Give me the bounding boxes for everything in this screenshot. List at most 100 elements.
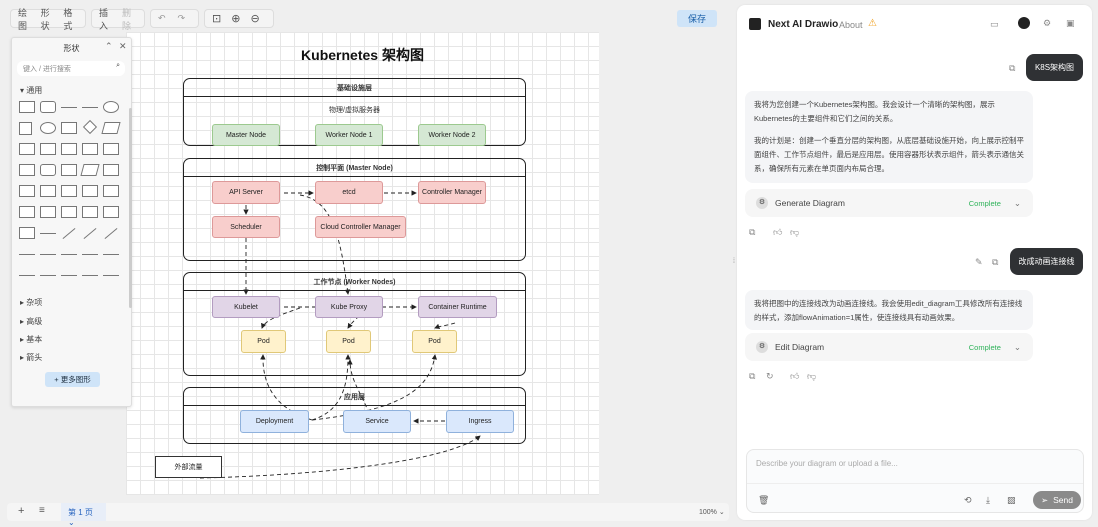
node-master[interactable]: Master Node [212, 124, 280, 146]
layer-control-plane[interactable]: 控制平面 (Master Node) [183, 158, 526, 261]
node-ingress[interactable]: Ingress [446, 410, 514, 433]
collapse-panel-icon[interactable]: ▣ [1066, 18, 1075, 28]
shape-line[interactable] [40, 254, 56, 255]
copy-icon[interactable]: ⧉ [749, 371, 756, 381]
copy-icon[interactable]: ⧉ [749, 227, 756, 237]
shape-note[interactable] [19, 185, 35, 197]
shape-line[interactable] [103, 254, 119, 255]
node-service[interactable]: Service [343, 410, 411, 433]
shape-rect[interactable] [40, 206, 56, 218]
save-button[interactable]: 保存 [677, 10, 717, 27]
shape-line[interactable] [19, 254, 35, 255]
shape-line[interactable] [40, 275, 56, 276]
shape-square[interactable] [19, 122, 32, 135]
close-icon[interactable]: ✕ [119, 41, 127, 51]
shape-para[interactable] [80, 164, 100, 176]
download-icon[interactable]: ⤓ [986, 495, 990, 505]
feedback-icon[interactable]: ▭ [990, 19, 999, 29]
shape-search-input[interactable]: 键入 / 进行搜索⌕ [17, 61, 125, 76]
shape-line[interactable] [61, 254, 77, 255]
copy-icon[interactable]: ⧉ [992, 257, 999, 267]
shape-rect[interactable] [19, 101, 35, 113]
node-etcd[interactable]: etcd [315, 181, 383, 204]
menu-draw[interactable]: 绘图 [18, 7, 28, 31]
drawing-canvas[interactable] [126, 32, 599, 495]
node-worker-2[interactable]: Worker Node 2 [418, 124, 486, 146]
delete-button[interactable]: 删除 [122, 7, 132, 31]
fit-icon[interactable]: ⊡ [212, 13, 222, 25]
shape-line[interactable] [61, 275, 77, 276]
section-arrows[interactable]: ▸ 箭头 [20, 353, 43, 362]
section-basic[interactable]: ▸ 基本 [20, 335, 43, 344]
scrollbar[interactable] [129, 108, 132, 308]
shape-arrow[interactable] [83, 227, 97, 240]
menu-format[interactable]: 格式 [63, 7, 73, 31]
shape-grid[interactable] [19, 227, 35, 239]
shape-ellipse[interactable] [103, 101, 119, 113]
shape-rect[interactable] [103, 164, 119, 176]
shape-arrow[interactable] [104, 227, 118, 240]
node-pod[interactable]: Pod [326, 330, 371, 353]
menu-shape[interactable]: 形状 [40, 7, 50, 31]
shape-rect[interactable] [61, 164, 77, 176]
node-container-runtime[interactable]: Container Runtime [418, 296, 497, 318]
node-pod[interactable]: Pod [412, 330, 457, 353]
shape-rect[interactable] [19, 206, 35, 218]
redo-icon[interactable]: ↷ [177, 13, 186, 23]
shape-circle[interactable] [40, 122, 56, 134]
node-worker-1[interactable]: Worker Node 1 [315, 124, 383, 146]
shape-tri[interactable] [40, 143, 56, 155]
shape-rect[interactable] [82, 206, 98, 218]
node-controller-manager[interactable]: Controller Manager [418, 181, 486, 204]
shape-line[interactable] [103, 275, 119, 276]
page-tab[interactable]: 第 1 页 ⌄ [61, 503, 106, 527]
shape-line[interactable] [61, 107, 77, 108]
node-cloud-controller-manager[interactable]: Cloud Controller Manager [315, 216, 406, 238]
shape-para[interactable] [101, 122, 121, 134]
node-api-server[interactable]: API Server [212, 181, 280, 204]
insert-button[interactable]: 插入 [99, 7, 109, 31]
section-advanced[interactable]: ▸ 高级 [20, 317, 43, 326]
chevron-down-icon[interactable]: ⌄ [1013, 197, 1021, 208]
node-scheduler[interactable]: Scheduler [212, 216, 280, 238]
shape-rect[interactable] [61, 206, 77, 218]
history-icon[interactable]: ⟲ [964, 495, 972, 505]
tool-edit-diagram[interactable]: ⚙ Edit Diagram Complete ⌄ [745, 333, 1033, 361]
layer-worker-nodes[interactable]: 工作节点 (Worker Nodes) [183, 272, 526, 376]
undo-icon[interactable]: ↶ [158, 13, 166, 23]
section-general[interactable]: ▾ 通用 [20, 86, 43, 95]
zoom-in-icon[interactable]: ⊕ [231, 13, 241, 25]
shape-moon[interactable] [103, 185, 119, 197]
shape-rrect[interactable] [40, 164, 56, 176]
section-misc[interactable]: ▸ 杂项 [20, 298, 43, 307]
regenerate-icon[interactable]: ↻ [766, 371, 774, 381]
copy-icon[interactable]: ⧉ [1009, 63, 1016, 73]
shape-line[interactable] [19, 275, 35, 276]
page-menu-icon[interactable]: ≡ [39, 505, 45, 516]
shape-card[interactable] [40, 185, 56, 197]
node-pod[interactable]: Pod [241, 330, 286, 353]
shape-cyl[interactable] [61, 143, 77, 155]
shape-rect[interactable] [103, 206, 119, 218]
shape-text[interactable] [82, 107, 98, 108]
node-kube-proxy[interactable]: Kube Proxy [315, 296, 383, 318]
shape-rect[interactable] [61, 122, 77, 134]
settings-icon[interactable]: ⚙ [1043, 18, 1052, 28]
more-shapes-button[interactable]: + 更多图形 [45, 372, 100, 387]
shape-callout[interactable] [61, 185, 77, 197]
shape-diamond[interactable] [82, 119, 98, 135]
add-page-icon[interactable]: + [18, 505, 25, 517]
shape-cloud[interactable] [82, 143, 98, 155]
clear-chat-icon[interactable]: 🗑︎ [758, 495, 770, 505]
thumbs-down-icon[interactable]: 👎︎ [790, 227, 800, 237]
image-upload-icon[interactable]: ▨ [1007, 495, 1016, 505]
warning-icon[interactable]: ⚠ [868, 18, 877, 29]
zoom-out-icon[interactable]: ⊖ [250, 13, 260, 25]
shape-grid[interactable] [19, 164, 35, 176]
edit-icon[interactable]: ✎ [975, 257, 983, 267]
node-external-traffic[interactable]: 外部流量 [155, 456, 222, 478]
shape-line[interactable] [40, 233, 56, 234]
thumbs-down-icon[interactable]: 👎︎ [807, 371, 817, 381]
chevron-down-icon[interactable]: ⌄ [1013, 341, 1021, 352]
layer-application[interactable]: 应用层 [183, 387, 526, 444]
